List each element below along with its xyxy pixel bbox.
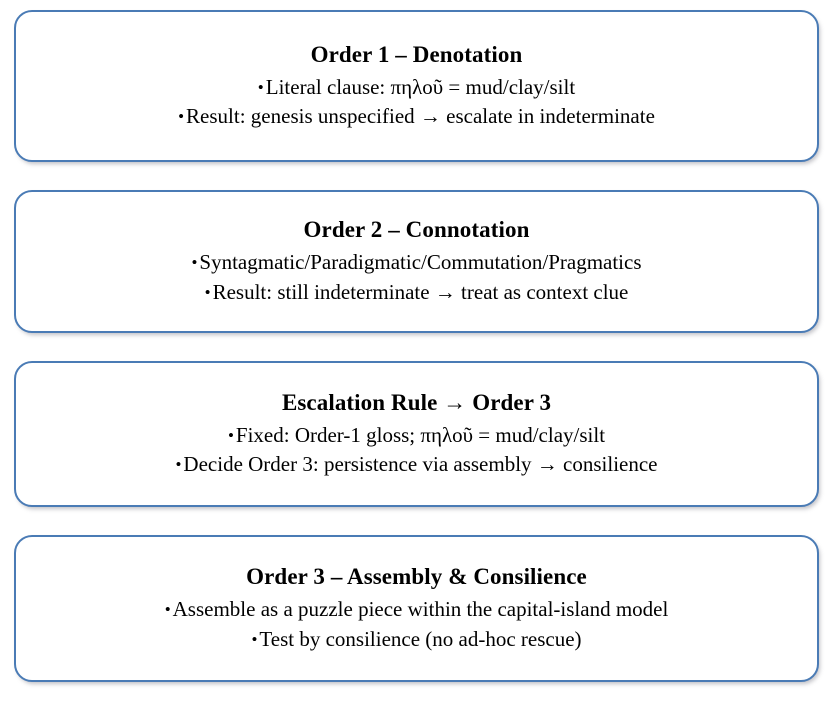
stage-title: Escalation Rule → Order 3 xyxy=(281,389,552,415)
stage-bullet-line: •Literal clause: πηλοῦ = mud/clay/silt xyxy=(258,73,575,102)
bullet-point-icon: • xyxy=(164,600,171,620)
bullet-point-icon: • xyxy=(257,77,264,97)
stage-box-order-2-connotation: Order 2 – Connotation •Syntagmatic/Parad… xyxy=(14,190,819,333)
stage-bullet-text: Result: genesis unspecified → escalate i… xyxy=(186,104,655,129)
stage-bullet-line: •Decide Order 3: persistence via assembl… xyxy=(175,450,657,479)
stage-bullet-text: Fixed: Order-1 gloss; πηλοῦ = mud/clay/s… xyxy=(235,422,606,447)
stage-box-order-3-assembly-consilience: Order 3 – Assembly & Consilience •Assemb… xyxy=(14,535,819,682)
stage-bullet-text: Test by consilience (no ad-hoc rescue) xyxy=(259,626,582,651)
bullet-point-icon: • xyxy=(204,282,211,302)
stage-box-escalation-rule-order-3: Escalation Rule → Order 3 •Fixed: Order-… xyxy=(14,361,819,507)
stage-bullet-line: •Assemble as a puzzle piece within the c… xyxy=(165,595,669,624)
bullet-point-icon: • xyxy=(251,629,258,649)
bullet-point-icon: • xyxy=(175,455,182,474)
stage-bullet-text: Result: still indeterminate → treat as c… xyxy=(212,279,629,304)
stage-bullet-line: •Test by consilience (no ad-hoc rescue) xyxy=(251,625,581,654)
stage-bullet-line: •Result: still indeterminate → treat as … xyxy=(205,278,629,307)
stage-title: Order 2 – Connotation xyxy=(303,217,530,243)
stage-title: Order 1 – Denotation xyxy=(310,41,523,67)
stage-bullet-text: Decide Order 3: persistence via assembly… xyxy=(183,452,658,477)
stage-bullet-text: Assemble as a puzzle piece within the ca… xyxy=(172,597,669,622)
stage-bullet-text: Literal clause: πηλοῦ = mud/clay/silt xyxy=(265,74,576,99)
stage-bullet-line: •Result: genesis unspecified → escalate … xyxy=(178,102,655,131)
stage-title: Order 3 – Assembly & Consilience xyxy=(246,564,587,590)
bullet-point-icon: • xyxy=(191,253,198,273)
stage-box-order-1-denotation: Order 1 – Denotation •Literal clause: πη… xyxy=(14,10,819,162)
stage-bullet-text: Syntagmatic/Paradigmatic/Commutation/Pra… xyxy=(199,250,642,275)
bullet-point-icon: • xyxy=(227,425,234,445)
bullet-point-icon: • xyxy=(178,107,185,126)
stage-bullet-line: •Syntagmatic/Paradigmatic/Commutation/Pr… xyxy=(191,248,641,277)
stage-bullet-line: •Fixed: Order-1 gloss; πηλοῦ = mud/clay/… xyxy=(228,421,605,450)
